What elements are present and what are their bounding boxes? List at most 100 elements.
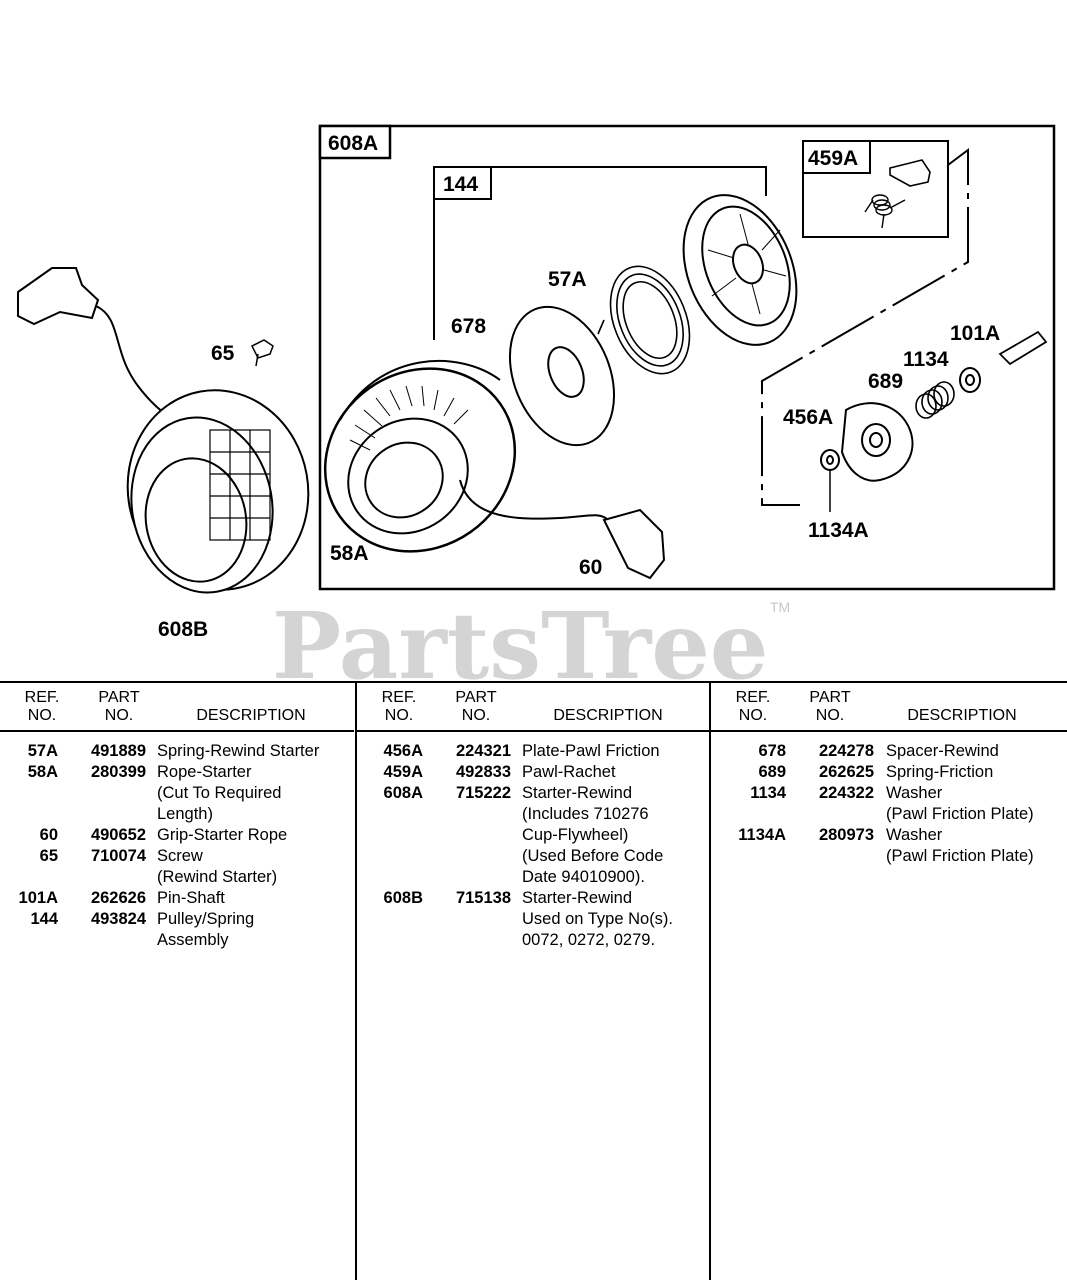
callout-608A[interactable]: 608A (328, 132, 378, 155)
callout-box-459A (802, 140, 871, 174)
pin-101A-part (998, 330, 1048, 366)
part-no-cell: 280399 (90, 763, 146, 781)
table-row[interactable]: 1134A 280973 Washer (Pawl Friction Plate) (711, 825, 1067, 867)
header-ref-no: REF. NO. (381, 689, 417, 724)
part-no-cell: 262625 (818, 763, 874, 781)
description-cell: Starter-Rewind Used on Type No(s). 0072,… (522, 889, 674, 949)
trademark: TM (770, 599, 790, 615)
ref-no-cell: 608A (383, 784, 423, 802)
callout-459A[interactable]: 459A (808, 147, 858, 170)
ref-no-cell: 459A (383, 763, 423, 781)
callout-678[interactable]: 678 (451, 315, 486, 338)
plate-456A-part (840, 402, 914, 482)
callout-57A[interactable]: 57A (548, 268, 587, 291)
table-row[interactable]: 144 493824 Pulley/Spring Assembly (0, 909, 354, 951)
part-no-cell: 280973 (818, 826, 874, 844)
housing-58A-part (323, 359, 609, 553)
part-no-cell: 224322 (818, 784, 874, 802)
description-cell: Pulley/Spring Assembly (157, 910, 255, 949)
pulley-144-part (682, 194, 798, 346)
part-no-cell: 224278 (818, 742, 874, 760)
description-cell: Rope-Starter (Cut To Required Length) (157, 763, 282, 823)
table-row[interactable]: 58A 280399 Rope-Starter (Cut To Required L… (0, 762, 354, 825)
column-header: REF. NO. PART NO. DESCRIPTION (0, 683, 354, 732)
table-row[interactable]: 608B 715138 Starter-Rewind Used on Type No… (357, 888, 711, 951)
screw-65-part (250, 339, 274, 367)
ref-no-cell: 678 (758, 742, 786, 760)
callout-608B[interactable]: 608B (158, 618, 208, 641)
callout-456A[interactable]: 456A (783, 406, 833, 429)
callout-58A[interactable]: 58A (330, 542, 369, 565)
ref-no-cell: 101A (18, 889, 58, 907)
ref-no-cell: 1134 (750, 784, 786, 802)
table-row[interactable]: 101A 262626 Pin-Shaft (0, 888, 354, 909)
ref-no-cell: 1134A (738, 826, 786, 844)
spring-689-part (915, 381, 955, 419)
header-description: DESCRIPTION (907, 707, 1017, 724)
ref-no-cell: 144 (30, 910, 58, 928)
header-ref-no: REF. NO. (735, 689, 771, 724)
pawl-459A-part (889, 159, 931, 187)
washer-1134-part (959, 367, 981, 393)
callout-144[interactable]: 144 (443, 173, 478, 196)
callout-1134A[interactable]: 1134A (808, 519, 869, 542)
column-header: REF. NO. PART NO. DESCRIPTION (357, 683, 711, 732)
header-ref-no: REF. NO. (24, 689, 60, 724)
ref-no-cell: 57A (27, 742, 58, 760)
header-description: DESCRIPTION (196, 707, 306, 724)
parts-column-2: REF. NO. PART NO. DESCRIPTION 456A 224321… (355, 683, 711, 1280)
pawl-spring-part (864, 194, 906, 229)
part-no-cell: 224321 (455, 742, 511, 760)
ref-no-cell: 60 (39, 826, 58, 844)
part-no-cell: 492833 (455, 763, 511, 781)
description-cell: Spacer-Rewind (886, 742, 999, 760)
ref-no-cell: 608B (383, 889, 423, 907)
part-no-cell: 490652 (90, 826, 146, 844)
starter-608B-part (17, 267, 310, 594)
description-cell: Spring-Rewind Starter (157, 742, 320, 760)
callout-65[interactable]: 65 (211, 342, 235, 365)
part-no-cell: 493824 (90, 910, 146, 928)
part-no-cell: 262626 (90, 889, 146, 907)
callout-1134[interactable]: 1134 (903, 348, 949, 371)
part-no-cell: 715138 (455, 889, 511, 907)
description-cell: Starter-Rewind (Includes 710276 Cup-Flyw… (522, 784, 664, 886)
subassembly-connector (761, 148, 969, 506)
table-row[interactable]: 456A 224321 Plate-Pawl Friction (357, 741, 711, 762)
assembly-608A-frame (318, 124, 1056, 591)
callout-box-608A (318, 124, 392, 160)
callout-689[interactable]: 689 (868, 370, 903, 393)
description-cell: Pin-Shaft (157, 889, 225, 907)
watermark: PartsTree (272, 592, 768, 680)
description-cell: Washer (Pawl Friction Plate) (886, 826, 1034, 865)
callout-box-144 (433, 166, 492, 200)
description-cell: Screw (Rewind Starter) (157, 847, 278, 886)
spacer-678-part (508, 305, 616, 447)
ref-no-cell: 65 (39, 847, 58, 865)
ref-no-cell: 58A (27, 763, 58, 781)
ref-no-cell: 456A (383, 742, 423, 760)
description-cell: Pawl-Rachet (522, 763, 616, 781)
table-row[interactable]: 678 224278 Spacer-Rewind (711, 741, 1067, 762)
description-cell: Spring-Friction (886, 763, 994, 781)
header-part-no: PART NO. (455, 689, 497, 724)
description-cell: Plate-Pawl Friction (522, 742, 660, 760)
grip-60-part (602, 508, 666, 580)
spring-57A-part (597, 265, 691, 375)
table-row[interactable]: 459A 492833 Pawl-Rachet (357, 762, 711, 783)
column-header: REF. NO. PART NO. DESCRIPTION (711, 683, 1067, 732)
table-row[interactable]: 608A 715222 Starter-Rewind (Includes 71027… (357, 783, 711, 888)
callout-101A[interactable]: 101A (950, 322, 1000, 345)
exploded-parts-diagram: PartsTree TM 608A 144 459A (17, 124, 1056, 680)
part-no-cell: 715222 (455, 784, 511, 802)
washer-1134A-part (820, 449, 840, 512)
callout-60[interactable]: 60 (579, 556, 602, 579)
